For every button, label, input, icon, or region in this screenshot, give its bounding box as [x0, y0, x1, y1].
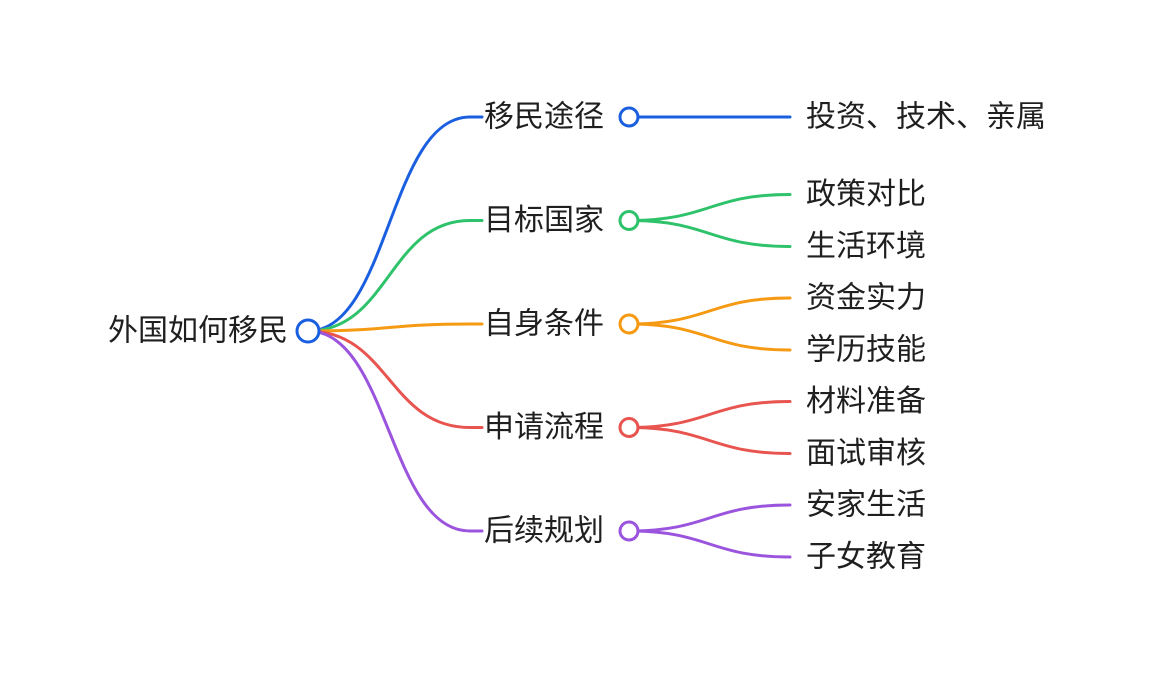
- edge-branch-5-leaf-2: [627, 529, 792, 559]
- leaf-node-label: 资金实力: [806, 281, 926, 316]
- root-node-label: 外国如何移民: [108, 314, 288, 349]
- root-toggle-dot[interactable]: [295, 318, 321, 344]
- branch-toggle-dot[interactable]: [618, 417, 640, 438]
- branch-node-label: 自身条件: [484, 307, 604, 342]
- leaf-node-label: 子女教育: [806, 540, 926, 575]
- branch-node-label: 申请流程: [484, 410, 604, 445]
- leaf-node-label: 材料准备: [806, 384, 926, 419]
- edge-branch-4-leaf-2: [627, 426, 792, 455]
- edge-root-to-branch-3: [306, 322, 484, 333]
- leaf-node-label: 学历技能: [806, 333, 926, 368]
- leaf-node-label: 面试审核: [806, 436, 926, 471]
- leaf-node-label: 投资、技术、亲属: [806, 100, 1046, 135]
- branch-toggle-dot[interactable]: [618, 313, 640, 335]
- branch-toggle-dot[interactable]: [618, 106, 640, 128]
- edge-root-to-branch-5: [306, 329, 484, 533]
- edge-branch-3-leaf-2: [627, 322, 792, 352]
- leaf-node-label: 安家生活: [806, 488, 926, 523]
- branch-node-label: 移民途径: [484, 100, 604, 135]
- edges-layer: [306, 115, 792, 559]
- edge-branch-3-leaf-1: [627, 296, 792, 326]
- leaf-node-label: 政策对比: [806, 177, 926, 212]
- leaf-node-label: 生活环境: [806, 229, 926, 264]
- edge-branch-2-leaf-1: [627, 193, 792, 222]
- edge-branch-4-leaf-1: [627, 400, 792, 429]
- edge-root-to-branch-2: [306, 219, 484, 333]
- branch-node-label: 后续规划: [484, 514, 604, 549]
- branch-toggle-dot[interactable]: [618, 210, 640, 231]
- branch-node-label: 目标国家: [484, 203, 604, 238]
- edge-root-to-branch-4: [306, 329, 484, 429]
- edge-branch-2-leaf-2: [627, 219, 792, 248]
- edge-root-to-branch-1: [306, 115, 484, 333]
- branch-toggle-dot[interactable]: [618, 520, 640, 542]
- edge-branch-5-leaf-1: [627, 503, 792, 533]
